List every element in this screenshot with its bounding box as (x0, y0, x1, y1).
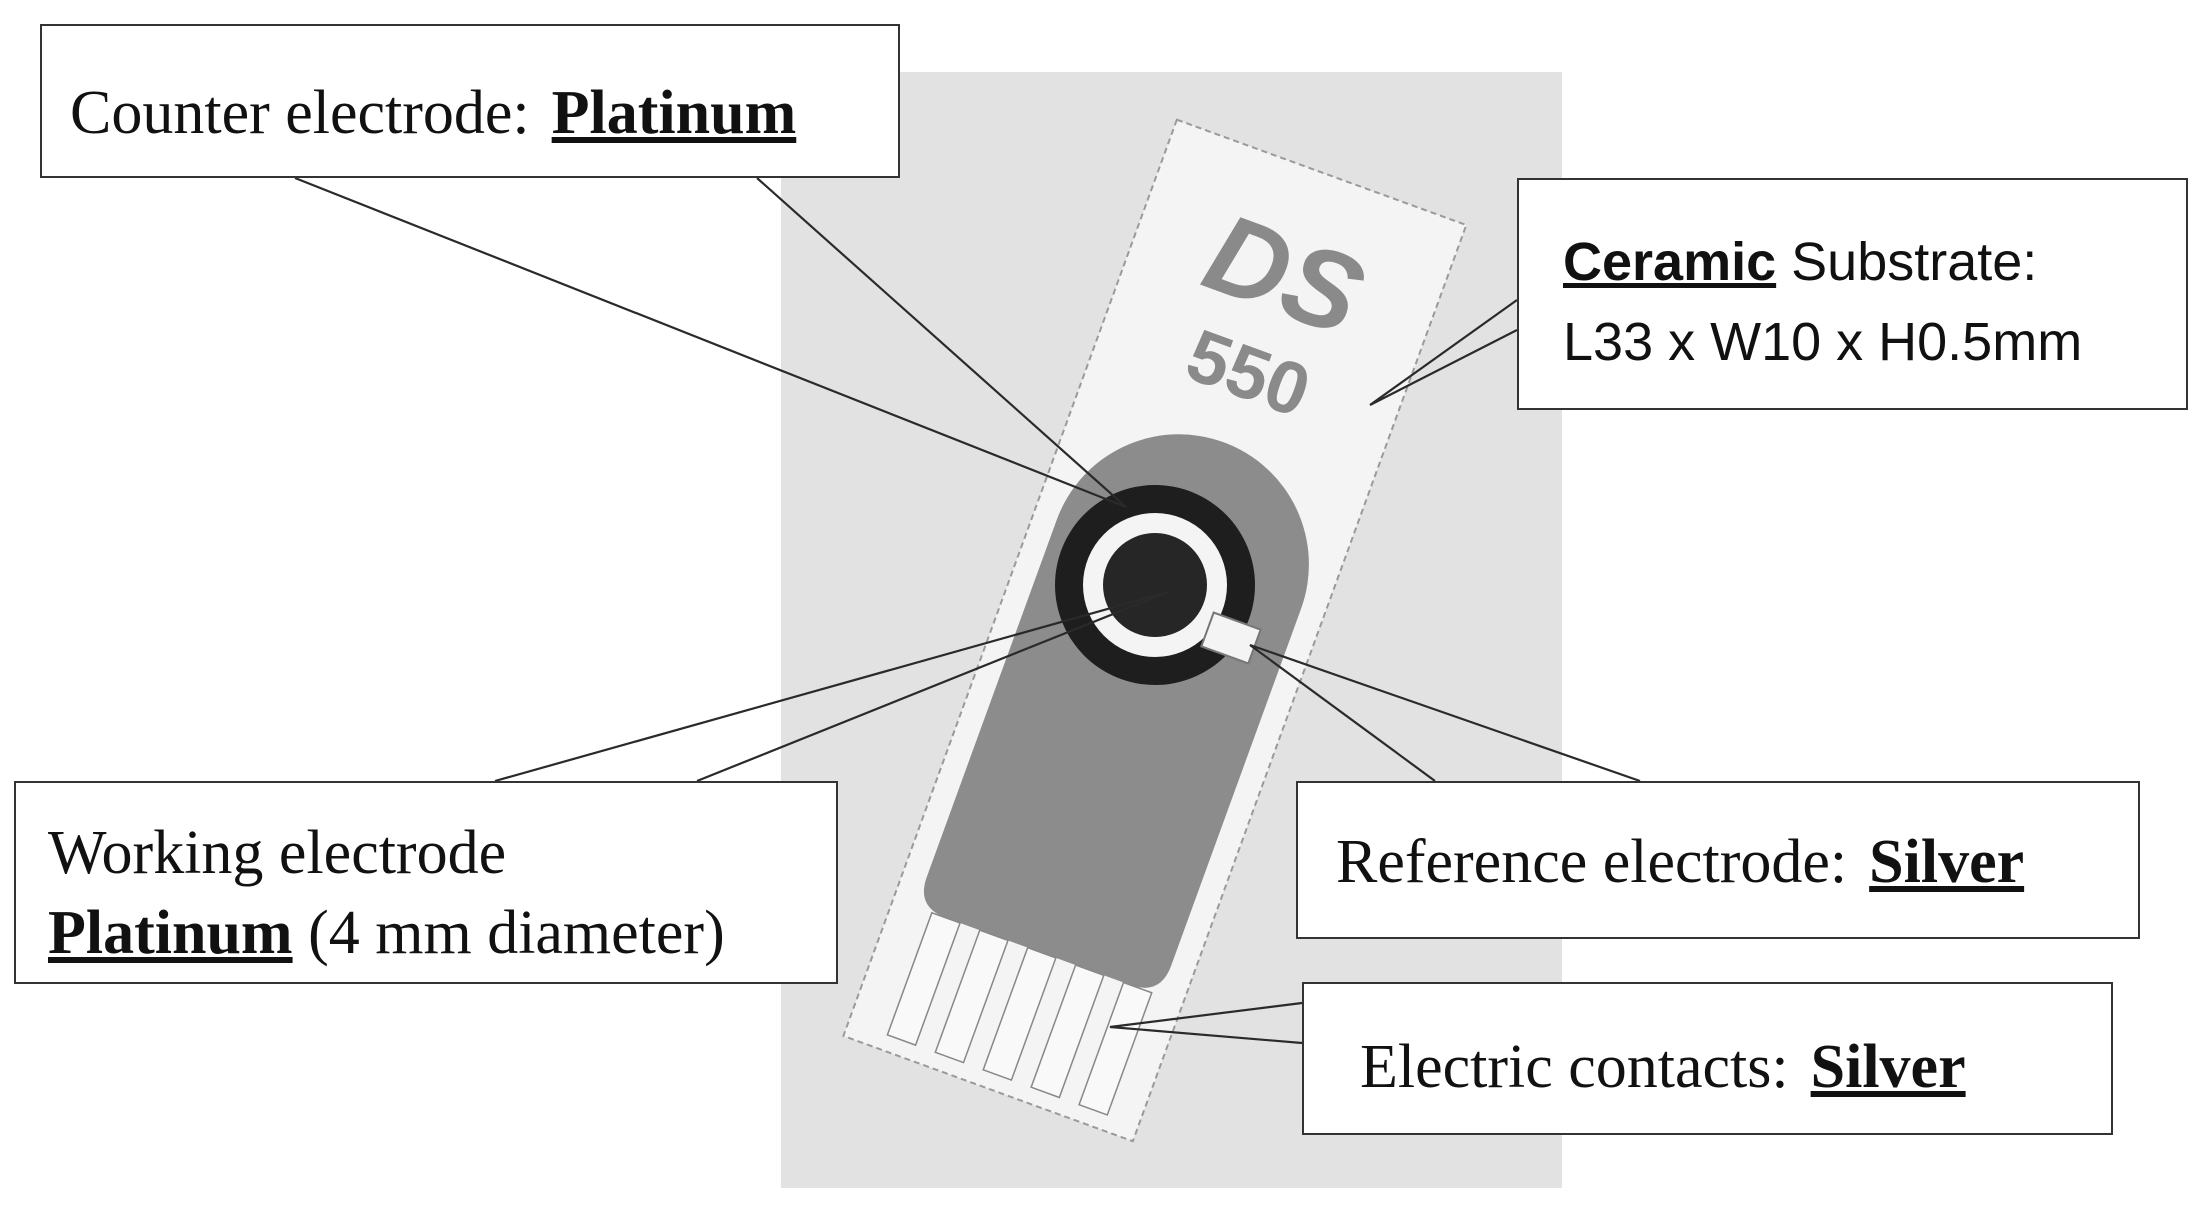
working-electrode-detail: (4 mm diameter) (308, 899, 725, 967)
electric-contacts-leader (1109, 1001, 1303, 1045)
counter-electrode-material: Platinum (551, 79, 797, 147)
reference-electrode-material: Silver (1869, 828, 2025, 896)
contact-pin-1 (886, 911, 961, 1047)
reference-electrode-callout: Reference electrode: Silver (1296, 781, 2140, 939)
working-electrode-leader (494, 590, 1169, 783)
working-electrode-disk (1103, 533, 1207, 637)
working-electrode-material: Platinum (48, 899, 293, 967)
electric-contacts-callout: Electric contacts: Silver (1302, 982, 2113, 1135)
reference-electrode-label: Reference electrode: (1336, 828, 1848, 896)
substrate-callout: Ceramic Substrate: L33 x W10 x H0.5mm (1517, 178, 2188, 410)
substrate-material: Ceramic (1563, 232, 1777, 292)
substrate-line: Ceramic Substrate: (1563, 222, 2186, 302)
contact-pin-2 (934, 929, 1009, 1064)
substrate-dimensions: L33 x W10 x H0.5mm (1563, 312, 2083, 372)
counter-electrode-label: Counter electrode: (70, 79, 530, 147)
contact-pin-5 (1078, 981, 1153, 1116)
substrate-label: Substrate: (1791, 232, 2038, 292)
reference-electrode-leader (1249, 643, 1641, 783)
counter-electrode-callout: Counter electrode: Platinum (40, 24, 900, 178)
working-electrode-callout: Working electrode Platinum (4 mm diamete… (14, 781, 838, 984)
contact-pin-4 (1030, 964, 1105, 1099)
substrate-leader (1369, 299, 1518, 406)
counter-electrode-leader (294, 176, 1127, 509)
working-electrode-line: Platinum (4 mm diameter) (48, 893, 836, 973)
working-electrode-label: Working electrode (48, 819, 507, 887)
electric-contacts-label: Electric contacts: (1360, 1033, 1789, 1101)
contact-pin-3 (982, 946, 1057, 1081)
electric-contacts-material: Silver (1810, 1033, 1966, 1101)
